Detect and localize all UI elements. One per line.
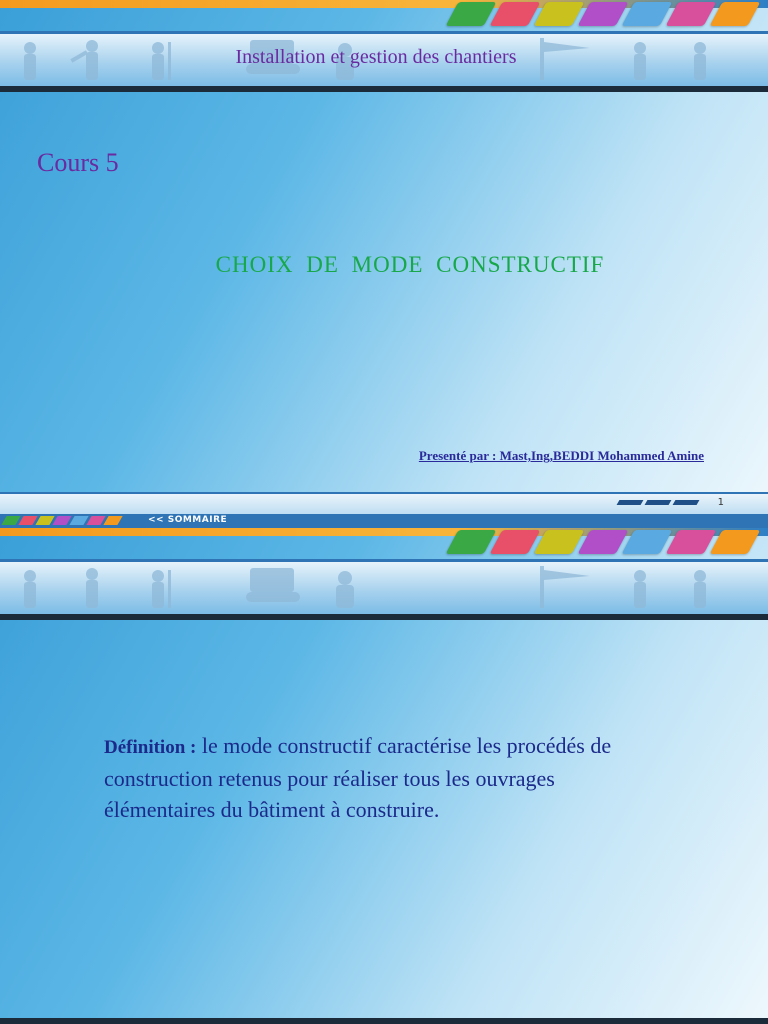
construction-workers-silhouette-icon — [24, 38, 706, 80]
construction-workers-silhouette-icon — [24, 566, 706, 608]
bottom-divider — [0, 1018, 768, 1024]
course-header-title: Installation et gestion des chantiers — [235, 46, 517, 68]
stripe-purple — [577, 2, 629, 26]
header-banner — [0, 559, 768, 617]
stripe-orange — [709, 2, 761, 26]
slide-2: Définition : le mode constructif caracté… — [0, 528, 768, 1024]
course-number: Cours 5 — [37, 148, 119, 177]
definition-text: le mode constructif caractérise les proc… — [104, 733, 612, 822]
header-divider — [0, 614, 768, 620]
top-color-band — [0, 528, 768, 536]
definition-paragraph: Définition : le mode constructif caracté… — [104, 730, 624, 825]
definition-label: Définition : — [104, 737, 197, 758]
sommaire-link[interactable]: << SOMMAIRE — [148, 515, 228, 525]
footer-bar — [0, 492, 768, 518]
presenter-credit: Presenté par : Mast,Ing,BEDDI Mohammed A… — [418, 448, 704, 463]
footer-dash-decoration — [616, 500, 700, 505]
header-banner: Installation et gestion des chantiers — [0, 31, 768, 89]
slide-subtitle: CHOIX DE MODE CONSTRUCTIF — [215, 252, 605, 277]
color-stripes — [445, 2, 761, 32]
page-number: 1 — [717, 497, 724, 508]
stripe-blue — [621, 2, 673, 26]
top-color-band — [0, 0, 768, 8]
stripe-yellow — [533, 2, 585, 26]
color-stripes — [445, 530, 761, 560]
footer-nav: << SOMMAIRE — [0, 514, 768, 528]
slide-1: Installation et gestion des chantiers Co… — [0, 0, 768, 528]
stripe-red — [489, 2, 541, 26]
stripe-green — [445, 2, 497, 26]
stripe-pink — [665, 2, 717, 26]
header-divider — [0, 86, 768, 92]
mini-color-stripes — [1, 516, 123, 525]
